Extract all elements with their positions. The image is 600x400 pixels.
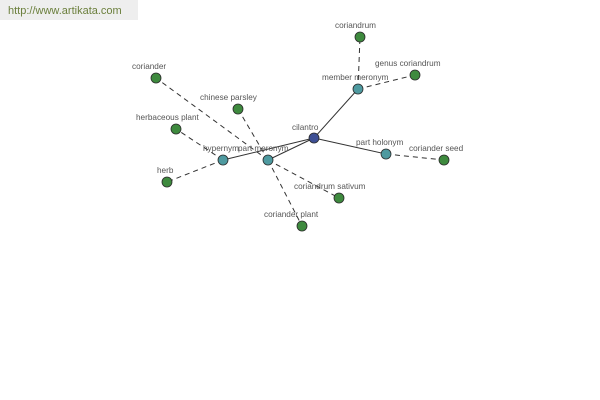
node-genus-coriandrum[interactable]: genus coriandrum: [375, 59, 441, 81]
node-label-herb: herb: [157, 166, 174, 175]
edge-cilantro-to-hypernym: [222, 137, 315, 161]
edge-hypernym-to-herbaceous-plant: [175, 128, 224, 161]
node-circle-herbaceous-plant[interactable]: [170, 123, 182, 135]
node-label-genus-coriandrum: genus coriandrum: [375, 59, 441, 68]
node-coriander[interactable]: coriander: [132, 62, 166, 84]
watermark-url[interactable]: http://www.artikata.com: [0, 0, 138, 20]
edge-part-meronym-to-coriandrum-sativum: [267, 159, 340, 199]
edge-part-holonym-to-coriander-seed: [385, 153, 445, 161]
node-label-chinese-parsley: chinese parsley: [200, 93, 258, 102]
node-label-coriandrum: coriandrum: [335, 21, 376, 30]
node-part-holonym[interactable]: part holonym: [356, 138, 404, 160]
edge-hypernym-to-herb: [166, 159, 224, 183]
node-circle-hypernym[interactable]: [217, 154, 229, 166]
edge-part-meronym-to-chinese-parsley: [237, 108, 269, 161]
node-circle-coriander-plant[interactable]: [296, 220, 308, 232]
node-coriandrum[interactable]: coriandrum: [335, 21, 376, 43]
node-coriandrum-sativum[interactable]: coriandrum sativum: [294, 182, 366, 204]
graph-edges: [155, 36, 445, 227]
node-circle-part-meronym[interactable]: [262, 154, 274, 166]
node-circle-coriander[interactable]: [150, 72, 162, 84]
node-member-meronym[interactable]: member meronym: [322, 73, 389, 95]
edge-part-meronym-to-coriander-plant: [267, 159, 303, 227]
node-label-coriander-seed: coriander seed: [409, 144, 464, 153]
node-coriander-plant[interactable]: coriander plant: [264, 210, 319, 232]
node-label-coriander-plant: coriander plant: [264, 210, 319, 219]
node-circle-coriander-seed[interactable]: [438, 154, 450, 166]
node-part-meronym[interactable]: part meronym: [238, 144, 289, 166]
node-label-coriandrum-sativum: coriandrum sativum: [294, 182, 366, 191]
node-herb[interactable]: herb: [157, 166, 174, 188]
node-label-member-meronym: member meronym: [322, 73, 389, 82]
node-circle-part-holonym[interactable]: [380, 148, 392, 160]
node-label-cilantro: cilantro: [292, 123, 319, 132]
node-chinese-parsley[interactable]: chinese parsley: [200, 93, 258, 115]
node-circle-genus-coriandrum[interactable]: [409, 69, 421, 81]
node-circle-cilantro[interactable]: [308, 132, 320, 144]
node-circle-coriandrum[interactable]: [354, 31, 366, 43]
node-label-part-meronym: part meronym: [238, 144, 289, 153]
node-circle-chinese-parsley[interactable]: [232, 103, 244, 115]
graph-nodes: cilantro member meronym part holonym hypern…: [132, 21, 464, 232]
edge-member-meronym-to-genus-coriandrum: [357, 74, 416, 90]
node-herbaceous-plant[interactable]: herbaceous plant: [136, 113, 200, 135]
node-circle-coriandrum-sativum[interactable]: [333, 192, 345, 204]
node-label-herbaceous-plant: herbaceous plant: [136, 113, 200, 122]
node-cilantro[interactable]: cilantro: [292, 123, 320, 144]
node-circle-herb[interactable]: [161, 176, 173, 188]
node-label-hypernym: hypernym: [203, 144, 239, 153]
node-label-part-holonym: part holonym: [356, 138, 404, 147]
edge-cilantro-to-member-meronym: [313, 88, 359, 139]
node-label-coriander: coriander: [132, 62, 166, 71]
edge-cilantro-to-part-meronym: [267, 137, 315, 161]
node-circle-member-meronym[interactable]: [352, 83, 364, 95]
node-hypernym[interactable]: hypernym: [203, 144, 239, 166]
edge-cilantro-to-part-holonym: [313, 137, 387, 155]
node-coriander-seed[interactable]: coriander seed: [409, 144, 464, 166]
